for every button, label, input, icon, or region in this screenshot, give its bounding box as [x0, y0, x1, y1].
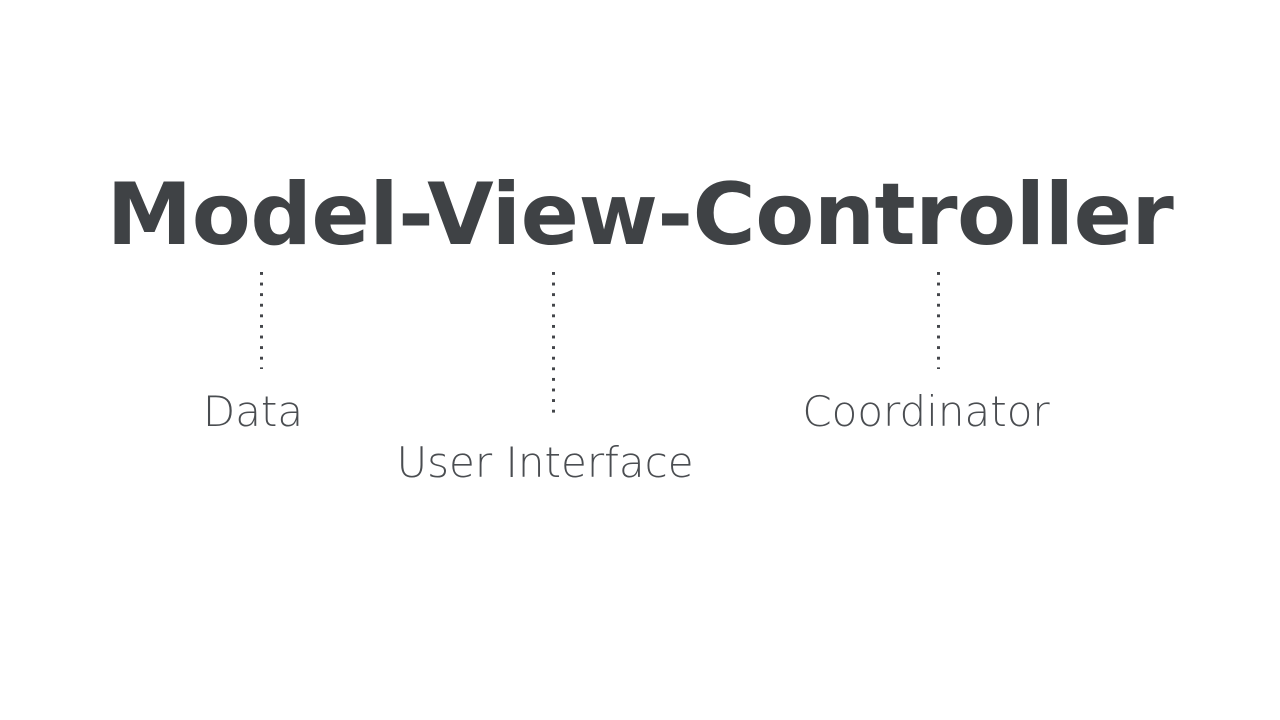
- model-leader-line: [260, 272, 263, 369]
- caption-coordinator: Coordinator: [802, 387, 1050, 436]
- page-title: Model-View-Controller: [106, 165, 1174, 265]
- caption-data: Data: [202, 387, 304, 436]
- view-leader-line: [552, 272, 555, 418]
- caption-user-interface: User Interface: [396, 438, 694, 487]
- controller-leader-line: [937, 272, 940, 369]
